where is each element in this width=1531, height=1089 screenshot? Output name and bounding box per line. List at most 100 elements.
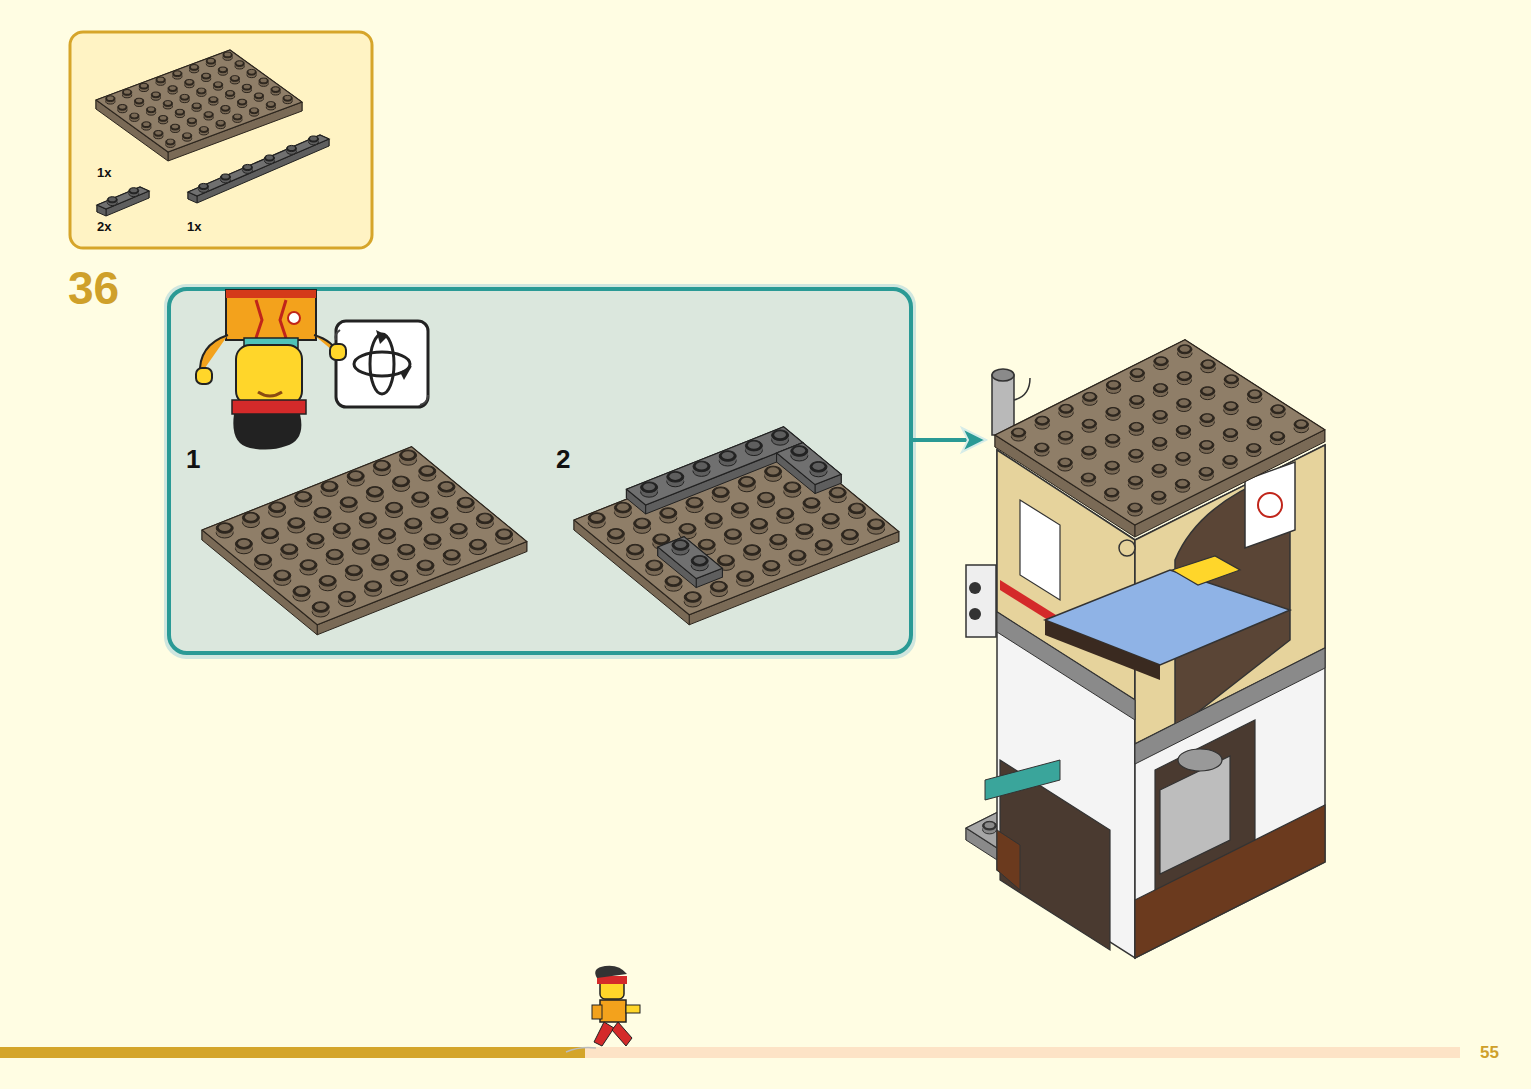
stud xyxy=(1203,361,1213,367)
stud xyxy=(177,110,183,114)
stud xyxy=(256,93,262,97)
stud xyxy=(200,184,207,188)
stud xyxy=(772,536,784,543)
stud xyxy=(232,76,238,80)
stud xyxy=(712,487,729,498)
stud xyxy=(1037,417,1047,423)
stud xyxy=(829,487,846,498)
stud xyxy=(629,546,641,553)
stud xyxy=(242,84,251,90)
stud xyxy=(393,572,405,579)
stud xyxy=(205,112,211,116)
stud xyxy=(1011,428,1025,437)
stud xyxy=(350,472,362,479)
stud xyxy=(675,541,687,548)
plate-top xyxy=(995,340,1325,525)
stud xyxy=(763,561,780,572)
stud xyxy=(373,460,390,471)
stud xyxy=(741,478,753,485)
stud xyxy=(848,503,865,514)
stud xyxy=(689,499,701,506)
stud xyxy=(118,104,127,110)
stud xyxy=(715,488,727,495)
stud xyxy=(414,493,426,500)
stud xyxy=(204,112,213,118)
stud xyxy=(395,477,407,484)
stud xyxy=(284,96,290,100)
stud xyxy=(217,121,223,125)
stud xyxy=(1152,437,1166,446)
stud xyxy=(738,477,755,488)
stud xyxy=(259,78,268,84)
stove xyxy=(1160,756,1230,874)
shelf xyxy=(985,760,1060,800)
stud xyxy=(1203,388,1213,394)
stud xyxy=(218,67,227,73)
stud xyxy=(1081,473,1095,482)
stud xyxy=(402,451,414,458)
stud xyxy=(810,462,827,473)
stud xyxy=(376,462,388,469)
stud xyxy=(248,70,254,74)
stud xyxy=(142,122,151,128)
stud xyxy=(753,520,765,527)
stud xyxy=(1296,421,1306,427)
step-number: 36 xyxy=(68,261,119,315)
stud xyxy=(310,535,322,542)
stud xyxy=(1175,479,1189,488)
chimney xyxy=(1014,378,1030,400)
stud xyxy=(793,447,805,454)
stud xyxy=(347,471,364,482)
stud xyxy=(407,519,419,526)
stud xyxy=(147,107,156,113)
stud xyxy=(1223,456,1237,465)
stud xyxy=(1202,415,1212,421)
stud xyxy=(686,497,703,508)
stud xyxy=(190,65,199,71)
stud xyxy=(215,82,221,86)
grey-plate-1x6 xyxy=(626,427,802,514)
stud xyxy=(272,87,278,91)
stud xyxy=(254,93,263,99)
stud xyxy=(106,96,115,102)
stud xyxy=(476,513,493,524)
stud xyxy=(1105,434,1119,443)
stud xyxy=(405,518,422,529)
stud xyxy=(784,482,801,493)
stud xyxy=(268,102,274,106)
stud xyxy=(1247,390,1261,399)
stud xyxy=(1180,346,1190,352)
stud xyxy=(203,74,209,78)
stud xyxy=(1108,408,1118,414)
stud xyxy=(163,101,172,107)
stud xyxy=(868,519,885,530)
stud xyxy=(803,498,820,509)
stud xyxy=(815,540,832,551)
stud xyxy=(751,519,768,530)
stud xyxy=(1224,402,1238,411)
stud xyxy=(813,463,825,470)
stud xyxy=(374,556,386,563)
stud xyxy=(159,116,168,122)
stud xyxy=(393,476,410,487)
stud xyxy=(1249,445,1259,451)
stud xyxy=(234,115,240,119)
stud xyxy=(662,509,674,516)
stud xyxy=(1153,384,1167,393)
stud xyxy=(151,92,160,98)
minifig-upside-down xyxy=(196,290,346,450)
stud xyxy=(219,524,231,531)
stud xyxy=(336,524,348,531)
stud xyxy=(274,570,291,581)
stud xyxy=(1152,491,1166,500)
stud xyxy=(1294,420,1308,429)
stud xyxy=(770,534,787,545)
stud xyxy=(1226,403,1236,409)
page-number: 55 xyxy=(1480,1043,1499,1063)
stud xyxy=(841,529,858,540)
stud xyxy=(180,94,189,100)
stud xyxy=(1177,480,1187,486)
stud xyxy=(340,497,357,508)
stud xyxy=(153,92,159,96)
stud xyxy=(731,503,748,514)
